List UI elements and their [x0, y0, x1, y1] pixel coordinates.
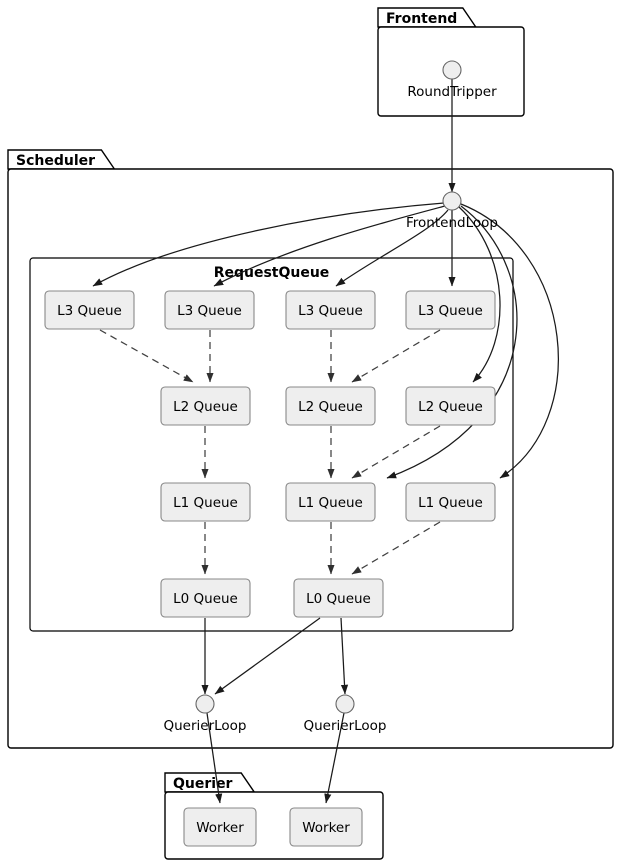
edge-l2c-to-l1b [351, 425, 441, 479]
node-l3a[interactable]: L3 Queue [44, 290, 135, 330]
node-l2a[interactable]: L2 Queue [160, 386, 251, 426]
interface-label: RoundTripper [407, 84, 497, 100]
node-l1b[interactable]: L1 Queue [285, 482, 376, 522]
node-box[interactable] [164, 290, 255, 330]
interface-label: QuerierLoop [303, 718, 386, 734]
edge-l1c-to-l0b [351, 521, 441, 575]
node-label: Worker [302, 820, 350, 836]
node-l0b[interactable]: L0 Queue [293, 578, 384, 618]
node-box[interactable] [160, 578, 251, 618]
edge-frontendloop-to-l2c [458, 206, 501, 383]
node-label: L1 Queue [173, 495, 238, 511]
node-box[interactable] [293, 578, 384, 618]
node-box[interactable] [285, 386, 376, 426]
node-label: L3 Queue [298, 303, 363, 319]
edge-l3a-to-l2a [99, 329, 194, 383]
interface-label: QuerierLoop [163, 718, 246, 734]
node-box[interactable] [183, 807, 257, 847]
edge-frontendloop-to-l3a [92, 202, 445, 287]
node-box[interactable] [405, 290, 496, 330]
edge-frontendloop-to-l3c [335, 209, 449, 287]
node-label: L3 Queue [418, 303, 483, 319]
interface-circle[interactable] [195, 694, 215, 714]
node-box[interactable] [405, 386, 496, 426]
interface-circle[interactable] [442, 60, 462, 80]
interface-circle[interactable] [442, 191, 462, 211]
node-l1c[interactable]: L1 Queue [405, 482, 496, 522]
node-label: L0 Queue [306, 591, 371, 607]
node-box[interactable] [405, 482, 496, 522]
frame-title: RequestQueue [214, 265, 330, 281]
node-l3d[interactable]: L3 Queue [405, 290, 496, 330]
frame-requestqueue: RequestQueue [29, 257, 514, 632]
node-label: L3 Queue [57, 303, 122, 319]
node-l0a[interactable]: L0 Queue [160, 578, 251, 618]
interface-querierloop1[interactable]: QuerierLoop [163, 694, 247, 734]
package-title: Frontend [386, 11, 457, 27]
node-box[interactable] [44, 290, 135, 330]
node-label: L1 Queue [298, 495, 363, 511]
edge-querierloop2-to-w2 [324, 712, 345, 804]
node-box[interactable] [285, 290, 376, 330]
edge-l3d-to-l2b [351, 329, 441, 383]
interface-circle[interactable] [335, 694, 355, 714]
interface-querierloop2[interactable]: QuerierLoop [303, 694, 387, 734]
package-title: Scheduler [16, 153, 95, 169]
node-w1[interactable]: Worker [183, 807, 257, 847]
node-l1a[interactable]: L1 Queue [160, 482, 251, 522]
node-label: L2 Queue [173, 399, 238, 415]
node-box[interactable] [160, 386, 251, 426]
package-title: Querier [173, 776, 233, 792]
node-w2[interactable]: Worker [289, 807, 363, 847]
edge-l0b-to-querierloop1 [214, 617, 321, 695]
edge-frontendloop-to-l1c [460, 203, 559, 479]
node-label: L2 Queue [418, 399, 483, 415]
node-label: Worker [196, 820, 244, 836]
frame-body [29, 257, 514, 632]
node-l3c[interactable]: L3 Queue [285, 290, 376, 330]
node-label: L0 Queue [173, 591, 238, 607]
node-l2b[interactable]: L2 Queue [285, 386, 376, 426]
node-l3b[interactable]: L3 Queue [164, 290, 255, 330]
edge-l0b-to-querierloop2 [340, 617, 349, 695]
node-l2c[interactable]: L2 Queue [405, 386, 496, 426]
edge-frontendloop-to-l1b [386, 205, 518, 479]
interface-frontendloop[interactable]: FrontendLoop [406, 191, 498, 231]
edge-querierloop1-to-w1 [206, 712, 223, 804]
interface-label: FrontendLoop [406, 215, 498, 231]
node-label: L1 Queue [418, 495, 483, 511]
edge-layer [92, 79, 559, 804]
edge-frontendloop-to-l3b [213, 205, 446, 287]
inner-frame-layer: RequestQueue [29, 257, 514, 632]
node-box[interactable] [160, 482, 251, 522]
node-label: L3 Queue [177, 303, 242, 319]
node-layer: L3 Queue L3 Queue L3 Queue L3 Queue L2 Queue… [44, 290, 496, 847]
node-label: L2 Queue [298, 399, 363, 415]
node-box[interactable] [289, 807, 363, 847]
interface-roundtripper[interactable]: RoundTripper [407, 60, 497, 100]
node-box[interactable] [285, 482, 376, 522]
